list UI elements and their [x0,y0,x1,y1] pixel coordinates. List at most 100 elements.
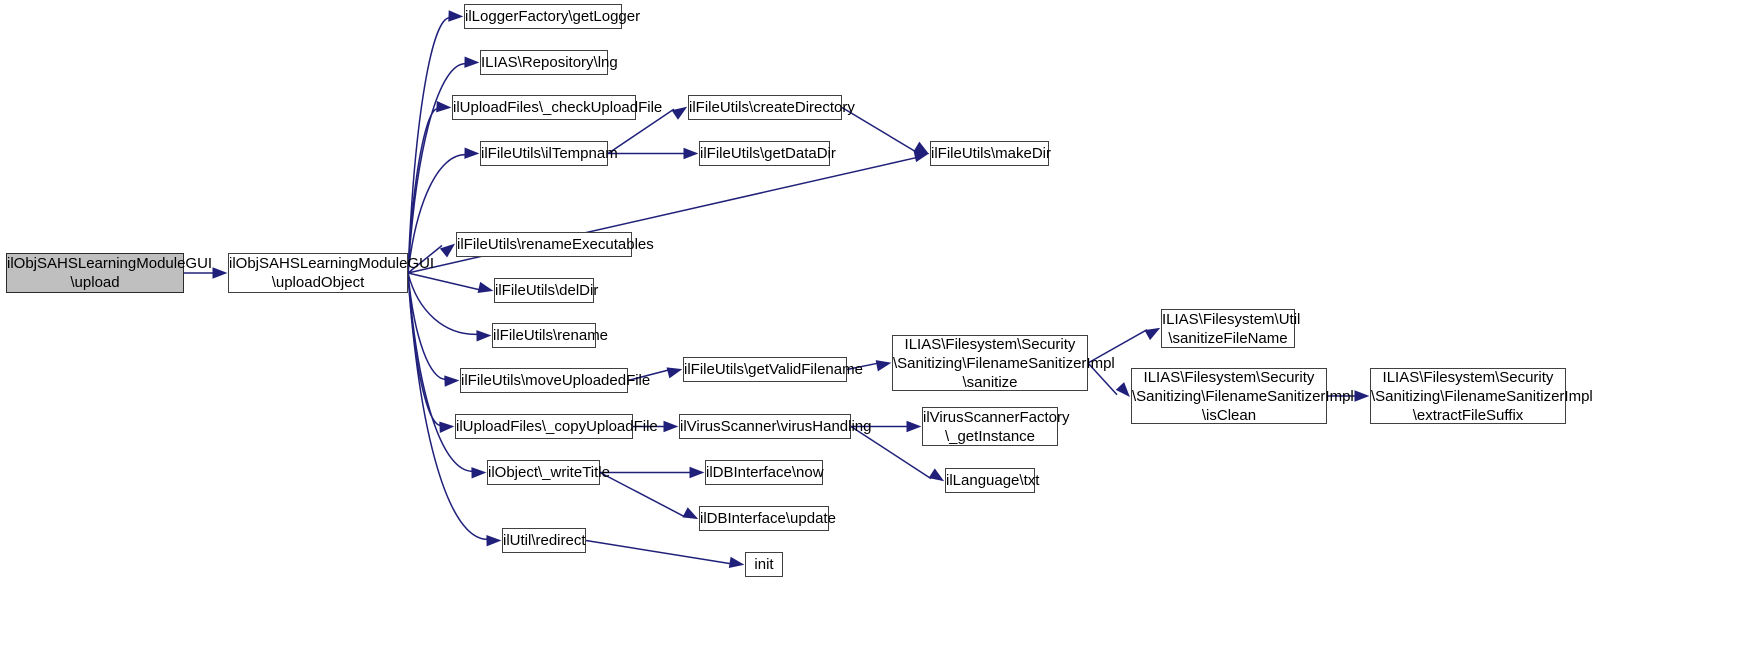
graph-node-n7[interactable]: ilFileUtils\getDataDir [699,141,836,166]
graph-node-label-line: \isClean [1201,406,1257,424]
graph-node-label-line: ilDBInterface\update [700,510,836,527]
edge-arrowhead [666,367,683,379]
edge-arrowhead [1354,390,1370,402]
graph-node-label-line: ilFileUtils\rename [493,327,609,344]
graph-edge [407,272,479,336]
graph-node-n16[interactable]: ilFileUtils\getValidFilename [683,357,863,382]
edge-arrowhead [436,100,452,113]
edge-arrowhead [439,243,456,258]
graph-node-n10[interactable]: ilFileUtils\delDir [494,278,599,303]
graph-node-label-line: init [754,556,774,573]
edge-arrowhead [671,106,688,120]
graph-node-label-line: \upload [70,274,120,291]
graph-edge [407,272,442,427]
graph-node-label-line: ilVirusScanner\virusHandling [680,418,872,435]
graph-node-label-line: ilUploadFiles\_copyUploadFile [456,418,658,435]
edge-arrowhead [683,147,699,160]
graph-node-n17[interactable]: ilVirusScanner\virusHandling [679,414,872,439]
graph-node-n4[interactable]: ilUploadFiles\_checkUploadFile [452,95,663,120]
graph-edge [407,16,451,274]
graph-node-label-line: ILIAS\Filesystem\Security [904,335,1076,353]
edge-arrowhead [906,420,922,433]
graph-node-n11[interactable]: ilFileUtils\rename [492,323,609,348]
graph-node-label-line: ILIAS\Filesystem\Security [1143,368,1315,386]
graph-edge [585,539,732,565]
graph-node-label-line: ilFileUtils\makeDir [931,145,1052,162]
graph-node-label-line: \Sanitizing\FilenameSanitizerImpl [893,354,1115,372]
graph-node-n9[interactable]: ilFileUtils\renameExecutables [456,232,654,257]
edge-arrowhead [689,466,705,479]
graph-node-n19[interactable]: ilDBInterface\update [699,506,836,531]
graph-node-n26[interactable]: ILIAS\Filesystem\Security\Sanitizing\Fil… [1370,368,1593,424]
graph-node-label-line: ilFileUtils\getValidFilename [684,361,863,378]
graph-node-n18[interactable]: ilDBInterface\now [705,460,824,485]
graph-node-n15[interactable]: ilUtil\redirect [502,528,586,553]
edge-arrowhead [1115,382,1130,398]
graph-node-n23[interactable]: ilLanguage\txt [945,468,1040,493]
edge-arrowhead [444,375,460,387]
graph-edge [407,272,447,381]
graph-node-label-line: \Sanitizing\FilenameSanitizerImpl [1132,387,1354,405]
graph-node-label-line: ILIAS\Repository\lng [481,54,618,71]
graph-node-n3[interactable]: ILIAS\Repository\lng [480,50,618,75]
edge-arrowhead [728,556,745,569]
graph-node-n14[interactable]: ilObject\_writeTitle [487,460,610,485]
graph-node-label-line: ilLoggerFactory\getLogger [465,8,641,25]
graph-node-label-line: ilFileUtils\delDir [495,282,599,299]
graph-node-label-line: \sanitizeFileName [1168,329,1288,347]
edge-arrowhead [464,147,480,159]
graph-node-label-line: ilFileUtils\moveUploadedFile [461,372,651,389]
graph-node-label-line: ilUtil\redirect [503,532,586,549]
graph-node-n21[interactable]: ILIAS\Filesystem\Security\Sanitizing\Fil… [892,335,1115,391]
edge-arrowhead [682,507,699,520]
graph-node-label-line: ILIAS\Filesystem\Util [1162,310,1301,328]
graph-edge [407,272,489,541]
graph-node-label-line: ilObjSAHSLearningModuleGUI [229,255,435,272]
graph-node-label-line: ilDBInterface\now [706,464,824,481]
graph-node-label-line: ilFileUtils\ilTempnam [481,145,618,162]
edge-arrowhead [663,420,679,433]
graph-node-label-line: ilFileUtils\createDirectory [689,99,855,116]
edge-arrowhead [486,534,502,547]
edge-arrowhead [913,141,930,155]
graph-node-n22[interactable]: ilVirusScannerFactory\_getInstance [922,407,1070,446]
graph-node-n1[interactable]: ilObjSAHSLearningModuleGUI\uploadObject [228,253,435,293]
edge-arrowhead [448,10,464,22]
edge-arrowhead [471,467,487,479]
edge-arrowhead [439,421,455,433]
graph-node-label-line: ilUploadFiles\_checkUploadFile [453,99,663,116]
edge-arrowhead [477,281,494,293]
graph-node-n8[interactable]: ilFileUtils\makeDir [930,141,1052,166]
graph-node-label-line: ilVirusScannerFactory [923,408,1070,426]
graph-node-label-line: ilFileUtils\getDataDir [700,145,836,162]
graph-node-label-line: ILIAS\Filesystem\Security [1382,368,1554,386]
edge-arrowhead [928,468,945,482]
graph-node-label-line: \sanitize [962,373,1018,391]
graph-node-n6[interactable]: ilFileUtils\createDirectory [688,95,855,120]
graph-node-n13[interactable]: ilUploadFiles\_copyUploadFile [455,414,658,439]
graph-edge [407,272,481,291]
edge-arrowhead [875,360,892,372]
graph-node-n20[interactable]: init [745,552,783,577]
graph-edge [407,107,439,274]
graph-node-n5[interactable]: ilFileUtils\ilTempnam [480,141,618,166]
edge-arrowhead [913,150,930,163]
graph-node-label-line: \extractFileSuffix [1412,406,1524,424]
graph-node-label-line: \Sanitizing\FilenameSanitizerImpl [1371,387,1593,405]
edge-arrowhead [464,56,480,68]
edge-arrowhead [1144,327,1161,341]
graph-node-n12[interactable]: ilFileUtils\moveUploadedFile [460,368,651,393]
edge-arrowhead [212,267,228,279]
graph-node-label-line: ilObjSAHSLearningModuleGUI [7,255,213,272]
graph-node-label-line: ilObject\_writeTitle [488,464,610,481]
graph-node-label-line: ilLanguage\txt [946,472,1040,489]
graph-node-n24[interactable]: ILIAS\Filesystem\Util\sanitizeFileName [1161,309,1301,348]
graph-edge [599,471,686,518]
graph-node-n0[interactable]: ilObjSAHSLearningModuleGUI \upload [6,253,213,293]
graph-node-n2[interactable]: ilLoggerFactory\getLogger [464,4,641,29]
graph-node-label-line: \_getInstance [944,427,1036,445]
graph-node-n25[interactable]: ILIAS\Filesystem\Security\Sanitizing\Fil… [1131,368,1354,424]
graph-node-label-line: ilFileUtils\renameExecutables [457,236,654,253]
